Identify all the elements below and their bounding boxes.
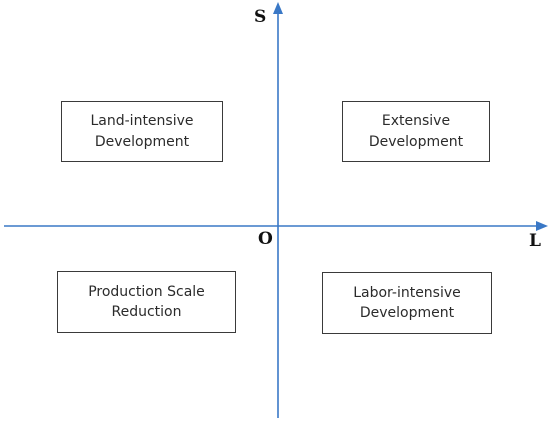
horizontal-axis-arrowhead xyxy=(536,221,548,231)
quadrant-top-left-box: Land-intensive Development xyxy=(61,101,223,162)
quadrant-top-left-line1: Land-intensive xyxy=(90,113,194,130)
quadrant-top-right-box: Extensive Development xyxy=(342,101,490,162)
quadrant-bottom-right-box: Labor-intensive Development xyxy=(322,272,492,334)
vertical-axis-label: S xyxy=(254,7,267,27)
horizontal-axis-label: L xyxy=(529,231,541,251)
quadrant-bottom-right-line1: Labor-intensive xyxy=(353,284,461,301)
quadrant-bottom-left-box: Production Scale Reduction xyxy=(57,271,236,333)
quadrant-top-right-line2: Development xyxy=(368,133,464,150)
quadrant-bottom-right-line2: Development xyxy=(359,305,455,321)
quadrant-bottom-left-line2: Reduction xyxy=(111,304,182,320)
origin-label: O xyxy=(258,229,273,249)
quadrant-bottom-left-line1: Production Scale xyxy=(88,283,205,300)
vertical-axis-arrowhead xyxy=(273,2,283,14)
quadrant-top-left-line2: Development xyxy=(94,133,190,150)
quadrant-top-right-line1: Extensive xyxy=(381,113,451,130)
